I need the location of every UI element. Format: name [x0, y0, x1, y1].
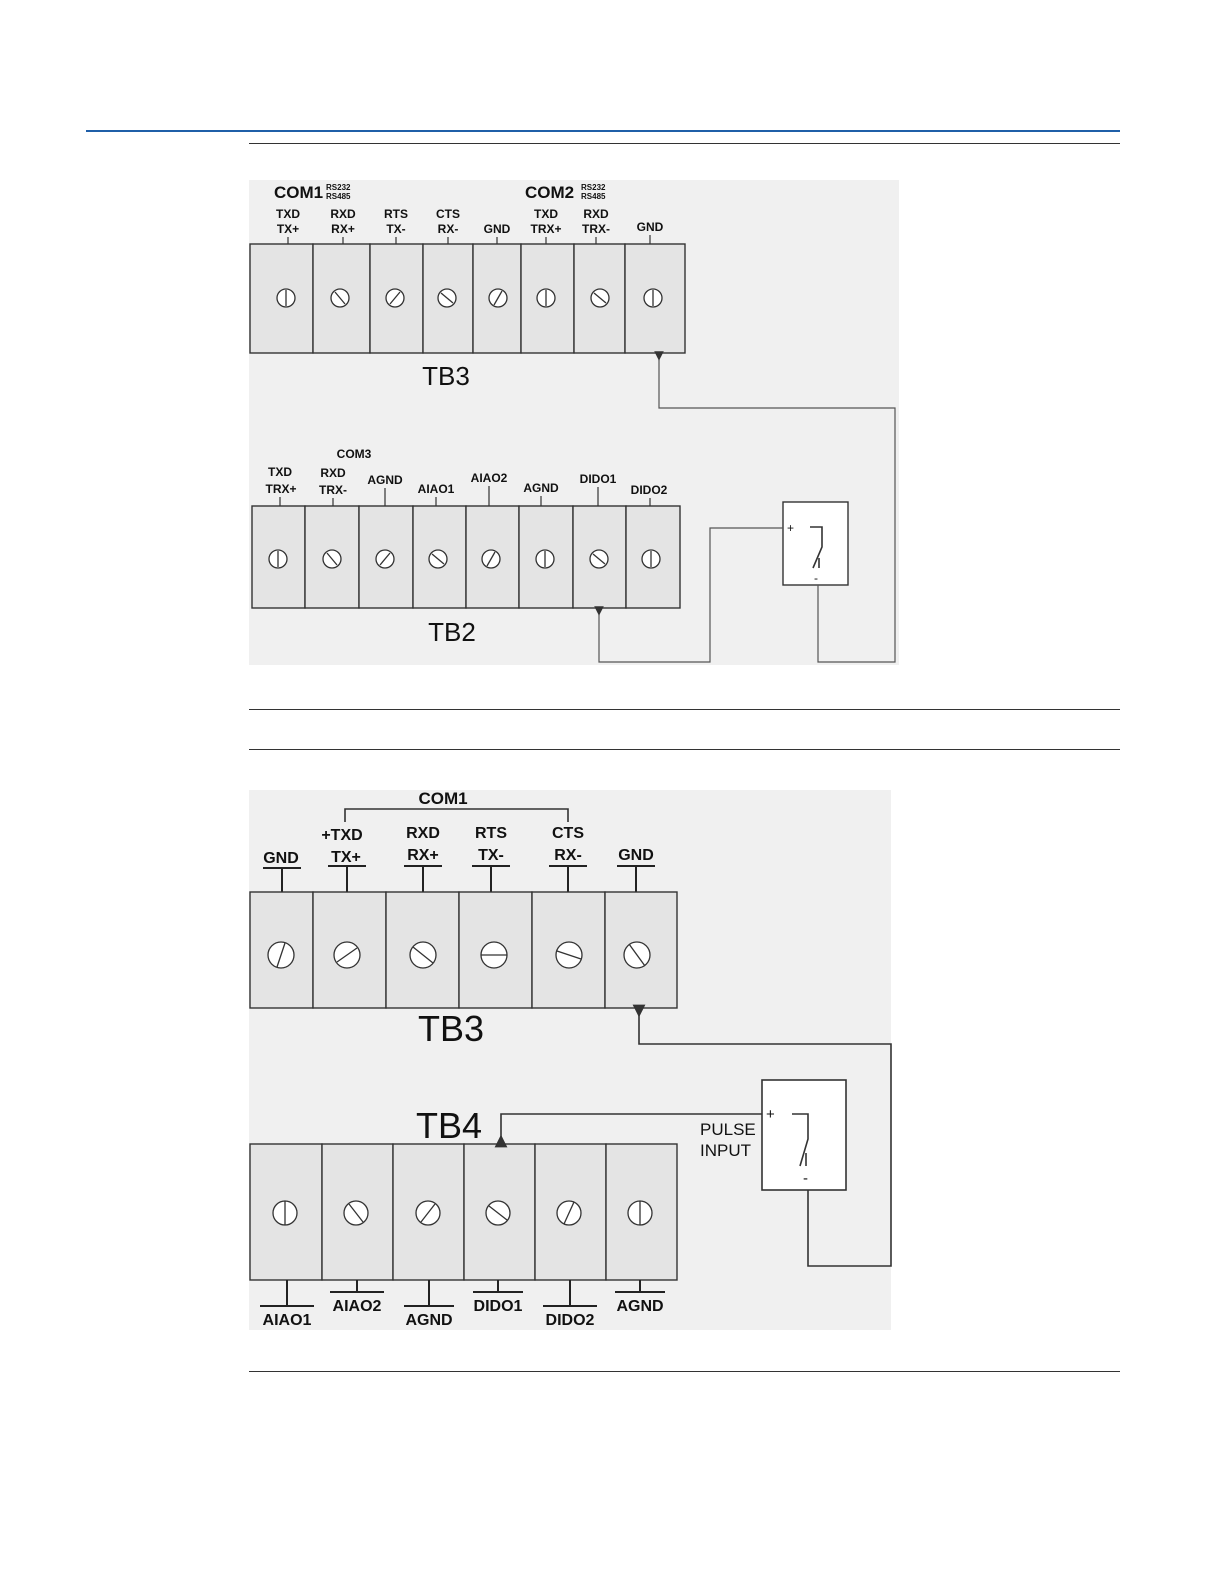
d2-tb4-name: TB4 [416, 1105, 482, 1146]
d1-tb3-t8-bottom: GND [637, 220, 664, 234]
d1-tb2-t2-top: RXD [320, 466, 346, 480]
d1-tb2-t1-bottom: TRX+ [265, 482, 296, 496]
d1-tb3-block [250, 235, 685, 353]
d1-tb2-t3-bottom: AGND [367, 473, 403, 487]
d1-tb3-t2-top: RXD [330, 207, 356, 221]
com2-label: COM2 [525, 183, 574, 202]
pulse-input-label-2: INPUT [700, 1141, 751, 1160]
d2-tb3-t2-top: +TXD [321, 827, 362, 844]
d1-tb3-t6-bottom: TRX+ [530, 222, 561, 236]
d2-tb4-t2: AIAO2 [333, 1298, 382, 1315]
d2-tb3-t5-bottom: RX- [554, 847, 582, 864]
d2-tb3-t2-bottom: TX+ [331, 849, 361, 866]
d1-tb2-t6-bottom: AGND [523, 481, 559, 495]
d2-switch-minus: - [803, 1170, 808, 1187]
d2-tb3-t4-top: RTS [475, 825, 507, 842]
d2-tb4-t5: DIDO2 [546, 1312, 595, 1329]
d2-tb4-t6: AGND [616, 1298, 663, 1315]
d1-tb2-name: TB2 [428, 617, 476, 647]
d1-tb2-t7-bottom: DIDO1 [580, 472, 617, 486]
d1-tb2-t5-bottom: AIAO2 [471, 471, 508, 485]
d1-tb3-t6-top: TXD [534, 207, 558, 221]
d2-tb4-t1: AIAO1 [263, 1312, 312, 1329]
d1-tb2-t4-bottom: AIAO1 [418, 482, 455, 496]
d2-switch: + - [762, 1080, 846, 1190]
d2-tb3-t1-bottom: GND [263, 850, 299, 867]
d1-tb3-name: TB3 [422, 361, 470, 391]
d1-tb3-t4-top: CTS [436, 207, 460, 221]
d2-tb3-name: TB3 [418, 1008, 484, 1049]
d1-tb2-t1-top: TXD [268, 465, 292, 479]
d2-tb4-t3: AGND [405, 1312, 452, 1329]
com2-proto-top: RS232 [581, 183, 606, 192]
d1-tb3-t3-bottom: TX- [386, 222, 405, 236]
com1-proto-top: RS232 [326, 183, 351, 192]
d1-switch: + - [783, 502, 848, 585]
d2-tb3-t3-top: RXD [406, 825, 440, 842]
d1-tb3-t3-top: RTS [384, 207, 408, 221]
d1-tb3-t5-bottom: GND [484, 222, 511, 236]
com3-label: COM3 [337, 447, 372, 461]
d2-tb3-t4-bottom: TX- [478, 847, 504, 864]
com1-label: COM1 [274, 183, 323, 202]
d1-tb2-t8-bottom: DIDO2 [631, 483, 668, 497]
d1-tb3-t1-top: TXD [276, 207, 300, 221]
d2-tb4-t4: DIDO1 [474, 1298, 523, 1315]
d1-tb3-t7-top: RXD [583, 207, 609, 221]
com2-proto-bottom: RS485 [581, 192, 606, 201]
d2-tb3-t6-bottom: GND [618, 847, 654, 864]
d1-tb3-t2-bottom: RX+ [331, 222, 355, 236]
com1-proto-bottom: RS485 [326, 192, 351, 201]
d1-switch-plus: + [787, 521, 794, 535]
d2-switch-plus: + [766, 1106, 775, 1123]
d2-com1-label: COM1 [418, 789, 467, 808]
d2-tb3-t3-bottom: RX+ [407, 847, 439, 864]
d1-tb3-t4-bottom: RX- [438, 222, 459, 236]
d1-tb3-t7-bottom: TRX- [582, 222, 610, 236]
pulse-input-label-1: PULSE [700, 1120, 756, 1139]
d1-switch-minus: - [814, 571, 818, 585]
d1-tb2-t2-bottom: TRX- [319, 483, 347, 497]
d2-tb3-t5-top: CTS [552, 825, 584, 842]
d1-tb3-t1-bottom: TX+ [277, 222, 299, 236]
